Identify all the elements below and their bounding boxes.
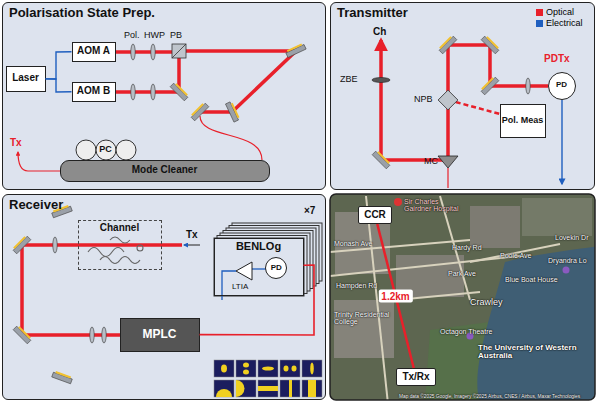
map-label: Trinity Residential College <box>334 311 392 326</box>
map-label: Map data ©2025 Google, Imagery ©2025 Air… <box>399 394 580 399</box>
part-label: MC <box>424 157 438 166</box>
polarimeter-box: Pol. Meas <box>500 104 546 138</box>
photodiode: PD <box>265 257 287 279</box>
node-label: CCR <box>364 210 386 221</box>
map-label: Crawley <box>470 298 503 307</box>
map-label: Blue Boat House <box>505 276 558 283</box>
part-label: Pol. <box>124 31 140 40</box>
map-label: Hampden Rd <box>336 282 377 289</box>
connector <box>377 224 413 368</box>
mode-cleaner: Mode Cleaner <box>60 160 270 182</box>
map-label: Monash Ave <box>334 240 372 247</box>
map-label: Poole Ave <box>500 252 531 259</box>
node-label: Laser <box>12 73 39 84</box>
map-label: Hardy Rd <box>452 244 482 251</box>
mplc-box: MPLC <box>120 318 200 352</box>
panel: ReceiverChannelBENLOgPD MPLC <box>2 194 326 400</box>
part-label: ×7 <box>304 206 315 217</box>
map-panel-border <box>330 194 595 400</box>
map-label: Octagon Theatre <box>440 328 492 335</box>
satellite-map <box>330 194 595 400</box>
polarisation-controller: PC <box>74 139 138 161</box>
map-label: Sir Charles Gairdner Hospital <box>404 198 466 213</box>
legend-row: Electrical <box>536 18 583 28</box>
panel: TransmitterPD Pol. Meas <box>330 2 595 190</box>
part-label: Ch <box>373 27 386 38</box>
aom-box: AOM A <box>72 42 116 62</box>
map-label: Park Ave <box>448 270 476 277</box>
part-label: Tx <box>186 230 198 241</box>
map-label: Dryandra Lo <box>548 257 587 264</box>
node-label: Transmitter <box>337 6 408 20</box>
part-label: HWP <box>144 31 165 40</box>
node-label: AOM B <box>77 86 110 97</box>
node-label: PD <box>271 264 282 272</box>
node-label: Mode Cleaner <box>132 165 198 176</box>
node-label: BENLOg <box>236 241 281 253</box>
legend-swatch <box>536 9 543 16</box>
map-marker: Tx/Rx <box>396 368 436 386</box>
paddle-circle <box>96 140 116 160</box>
laser-box: Laser <box>6 66 46 92</box>
aom-box: AOM B <box>72 82 116 102</box>
part-label: Tx <box>10 138 22 149</box>
photodiode: PD <box>548 72 576 100</box>
map-marker: CCR <box>358 206 392 224</box>
node-label: Channel <box>100 223 139 234</box>
node-label: Receiver <box>9 198 63 212</box>
part-label: ZBE <box>340 75 358 84</box>
node-label: PC <box>99 145 112 154</box>
legend-text: Electrical <box>546 18 583 28</box>
map-label: The University of Western Australia <box>478 344 578 361</box>
node-label: AOM A <box>77 46 110 57</box>
node-label: PD <box>556 81 567 89</box>
legend-text: Optical <box>546 7 574 17</box>
distance-label: 1.2km <box>378 290 412 303</box>
paddle-circle <box>76 140 96 160</box>
map-label: Lovekin Dr <box>555 234 588 241</box>
node-label: Polarisation State Prep. <box>9 6 155 20</box>
node-label: Pol. Meas <box>502 116 544 125</box>
detector-card: BENLOgPD <box>214 238 304 296</box>
legend-swatch <box>536 20 543 27</box>
paddle-circle <box>116 140 136 160</box>
part-label: NPB <box>414 95 433 104</box>
part-label: PB <box>170 31 182 40</box>
channel-box: Channel <box>78 220 162 270</box>
part-label: LTIA <box>232 283 248 291</box>
node-label: MPLC <box>143 328 177 341</box>
legend-row: Optical <box>536 7 574 17</box>
node-label: Tx/Rx <box>402 372 429 383</box>
part-label: PDTx <box>544 54 570 65</box>
